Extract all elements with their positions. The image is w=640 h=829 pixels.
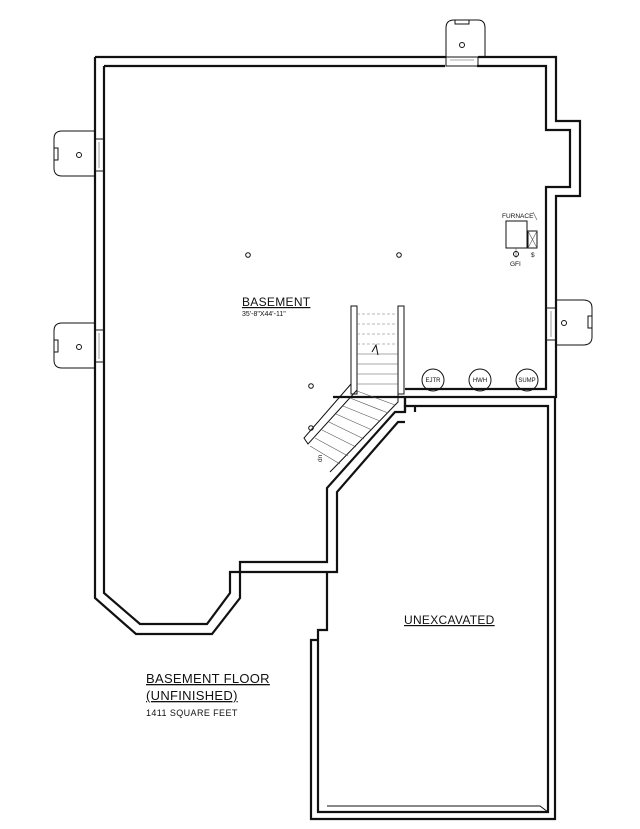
plan-subtitle: (UNFINISHED)	[146, 688, 238, 703]
svg-text:$: $	[531, 252, 535, 259]
window-well-right	[545, 299, 593, 346]
mechanical-equipment: FURNACE GFI $ EJTR HWH SUMP	[421, 211, 539, 392]
support-posts	[245, 252, 402, 431]
plan-area: 1411 SQUARE FEET	[146, 708, 238, 718]
hot-water-heater	[468, 368, 492, 392]
stair-direction-label: dn	[317, 454, 324, 462]
basement-walls	[93, 55, 582, 636]
post	[396, 252, 402, 258]
furnace-label: FURNACE	[502, 213, 534, 220]
unexcavated-divider	[327, 406, 549, 813]
sump-label: SUMP	[518, 378, 535, 384]
basement-inner-wall	[102, 64, 572, 626]
unexcavated-inner-wall	[309, 397, 557, 821]
gfi-label: GFI	[510, 261, 521, 268]
unexcavated-outer-wall	[316, 397, 550, 814]
basement-outer-wall	[93, 55, 582, 636]
plan-title: BASEMENT FLOOR	[146, 671, 270, 686]
staircase: dn	[303, 305, 405, 473]
window-well-top	[445, 19, 486, 67]
unexcavated-room-name: UNEXCAVATED	[404, 613, 495, 627]
basement-room-dimensions: 35'-8"X44'-11"	[242, 311, 286, 318]
ejtr-label: EJTR	[426, 378, 442, 384]
window-well-left-upper	[53, 130, 105, 177]
hwh-label: HWH	[473, 378, 487, 384]
unexcavated-walls	[309, 397, 557, 821]
furnace-duct	[527, 230, 538, 249]
basement-room-name: BASEMENT	[242, 295, 311, 309]
post	[308, 383, 314, 389]
furnace-unit	[505, 220, 528, 249]
sump-pit	[515, 368, 539, 392]
window-well-left-lower	[53, 322, 105, 369]
post	[245, 252, 251, 258]
ejector-pit	[421, 368, 445, 392]
